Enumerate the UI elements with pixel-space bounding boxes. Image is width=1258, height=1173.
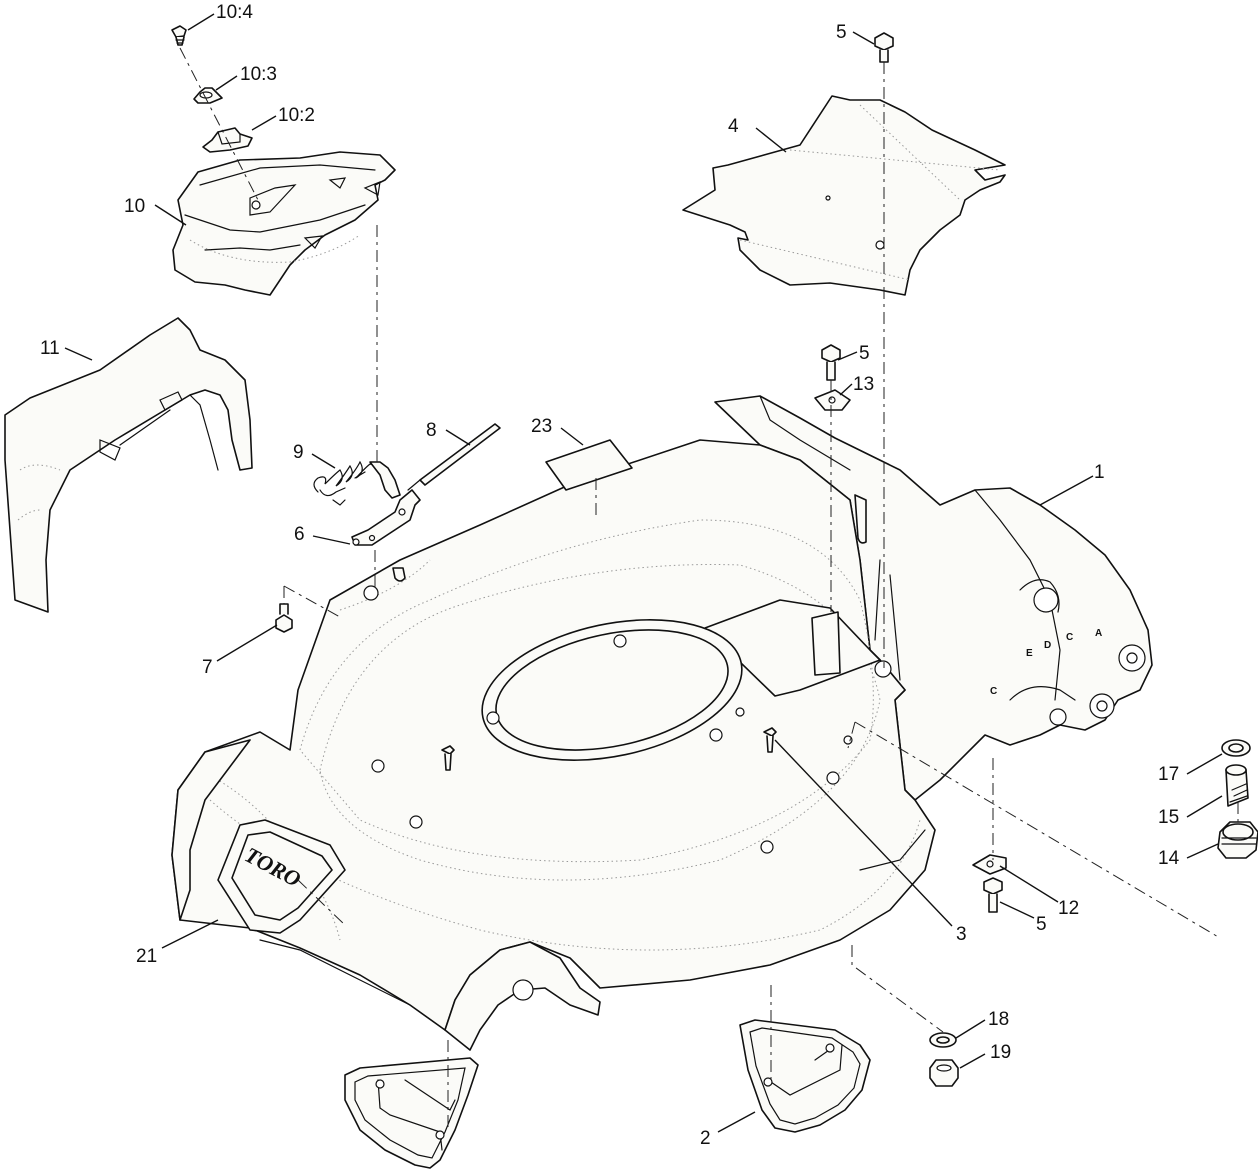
part-14-wheel-nut bbox=[1217, 821, 1258, 859]
height-letter-c2: C bbox=[990, 686, 997, 697]
part-4-top-shield bbox=[682, 95, 1006, 296]
part-11-side-chute bbox=[4, 317, 253, 613]
part-3-screw-left bbox=[441, 745, 455, 771]
part-13-clip bbox=[814, 389, 851, 411]
callout-18: 18 bbox=[988, 1009, 1009, 1030]
part-12-clip bbox=[972, 854, 1007, 875]
callout-2: 2 bbox=[700, 1128, 711, 1149]
height-letter-c: C bbox=[1066, 632, 1073, 643]
part-1-mower-deck: A C D E C bbox=[171, 395, 1153, 1051]
callout-10-4: 10:4 bbox=[216, 2, 253, 23]
callout-5-lower: 5 bbox=[1036, 914, 1047, 935]
part-5-bolt-middle bbox=[821, 344, 841, 381]
callout-9: 9 bbox=[293, 442, 304, 463]
part-5-bolt-top bbox=[874, 32, 894, 63]
callout-21: 21 bbox=[136, 946, 157, 967]
part-2-wheel-cover-left bbox=[344, 1057, 479, 1169]
part-19-nut bbox=[929, 1059, 959, 1087]
part-2-wheel-cover-right bbox=[739, 1019, 871, 1133]
callout-17: 17 bbox=[1158, 764, 1179, 785]
callout-11: 11 bbox=[40, 338, 60, 359]
callout-8: 8 bbox=[426, 420, 437, 441]
callout-7: 7 bbox=[202, 657, 213, 678]
part-10-3-spring-clip bbox=[193, 87, 223, 104]
part-5-bolt-lower bbox=[983, 877, 1003, 913]
part-10-rear-door bbox=[172, 151, 396, 296]
part-7-bolt bbox=[275, 603, 293, 633]
callout-1: 1 bbox=[1094, 462, 1105, 483]
callout-23: 23 bbox=[531, 416, 552, 437]
callout-labels: 10:4 10:3 10:2 10 11 9 8 6 7 23 5 4 5 13… bbox=[40, 2, 1180, 1149]
part-8-rod bbox=[407, 423, 501, 491]
callout-19: 19 bbox=[990, 1042, 1011, 1063]
callout-12: 12 bbox=[1058, 898, 1079, 919]
callout-13: 13 bbox=[853, 374, 874, 395]
callout-15: 15 bbox=[1158, 807, 1179, 828]
part-6-bracket bbox=[351, 461, 421, 546]
part-3-screw-right bbox=[763, 727, 777, 753]
callout-3: 3 bbox=[956, 924, 967, 945]
part-18-washer bbox=[929, 1032, 957, 1048]
height-setting-letters: A C D E C bbox=[990, 628, 1102, 697]
part-9-spring bbox=[313, 460, 386, 506]
height-letter-a: A bbox=[1095, 628, 1102, 639]
part-23-decal bbox=[545, 439, 633, 491]
callout-14: 14 bbox=[1158, 848, 1180, 869]
callout-10-3: 10:3 bbox=[240, 64, 277, 85]
callout-6: 6 bbox=[294, 524, 305, 545]
callout-5-top: 5 bbox=[836, 22, 847, 43]
part-21-logo-plate: TORO bbox=[217, 819, 346, 934]
leader-lines bbox=[64, 13, 1223, 1133]
callout-10: 10 bbox=[124, 196, 145, 217]
callout-4: 4 bbox=[728, 116, 739, 137]
part-10-4-screw bbox=[171, 25, 187, 46]
callout-5-middle: 5 bbox=[859, 343, 870, 364]
height-letter-d: D bbox=[1044, 640, 1051, 651]
height-letter-e: E bbox=[1026, 648, 1033, 659]
part-15-bushing bbox=[1225, 764, 1249, 807]
callout-10-2: 10:2 bbox=[278, 105, 315, 126]
part-17-washer bbox=[1221, 739, 1251, 757]
assembly-lines bbox=[179, 47, 1239, 1132]
